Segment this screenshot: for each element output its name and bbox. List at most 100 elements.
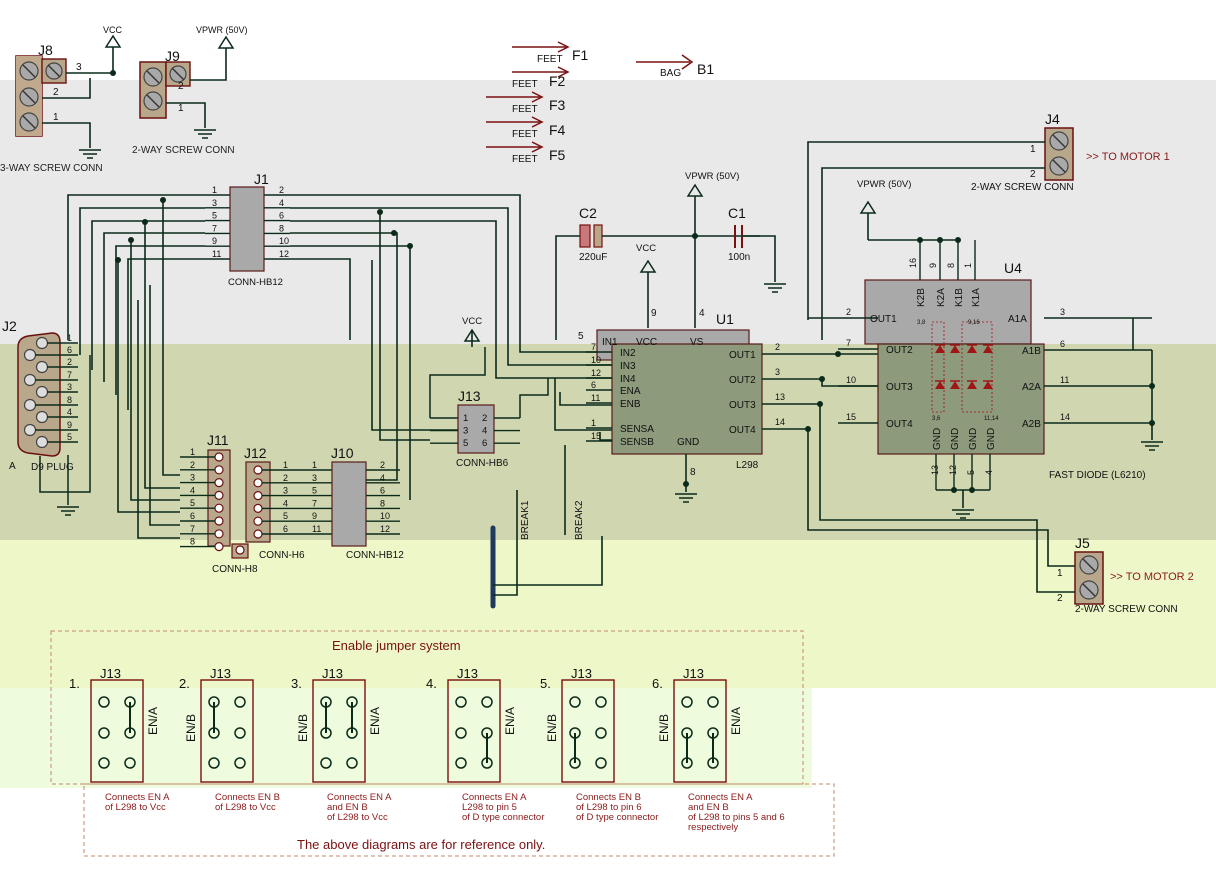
diode: [950, 381, 960, 389]
u1-pin-num: 13: [775, 392, 785, 402]
u4-pin-label: OUT2: [886, 345, 913, 356]
j12-pin-num: 1: [283, 460, 288, 470]
j13-pin-right: 6: [482, 438, 487, 449]
diode: [950, 345, 960, 353]
j2-pin-num: 7: [67, 370, 72, 380]
u4-gnd-num: 13: [930, 465, 940, 475]
junction-dot: [377, 209, 383, 215]
u4-pin-num: 1: [963, 263, 973, 268]
svg-text:5: 5: [578, 331, 584, 342]
en-a-label: EN/A: [368, 707, 382, 735]
u4-gnd-num: 12: [948, 465, 958, 475]
bus-wire: [103, 232, 205, 382]
u1-pin-num: 7: [591, 342, 596, 352]
j10-pin-left: 3: [312, 473, 317, 483]
u4-gnd-label: GND: [986, 428, 997, 450]
bus-wire: [137, 300, 180, 539]
svg-text:CONN-H8: CONN-H8: [212, 564, 258, 575]
u4-pin-label: K2B: [916, 288, 927, 307]
jumper-pin: [234, 696, 246, 708]
svg-text:1: 1: [1057, 568, 1063, 579]
diode: [967, 381, 977, 389]
diode: [983, 381, 993, 389]
u4-pin-num: 15: [846, 412, 856, 422]
j11-pin-num: 6: [190, 511, 195, 521]
j13-pin-left: 3: [463, 426, 468, 437]
jumper-ref: J13: [683, 666, 704, 681]
svg-text:J11: J11: [207, 432, 229, 448]
connector-j13: J13 CONN-HB6: [456, 388, 509, 469]
feet-f1: F1: [572, 47, 589, 63]
vpwr-label-j9: VPWR (50V): [196, 25, 248, 35]
u4-pin-label: A2A: [1022, 382, 1041, 393]
j2-pin-hole: [35, 435, 49, 449]
bus-wire: [144, 222, 180, 489]
junction-dot: [115, 257, 121, 263]
j12-pin-num: 3: [283, 486, 288, 496]
bus-wire: [599, 432, 612, 441]
bus-wire: [91, 220, 205, 370]
j8-ref: J8: [38, 42, 53, 58]
svg-text:>> TO MOTOR 2: >> TO MOTOR 2: [1110, 571, 1194, 583]
jumper-pin: [455, 696, 467, 708]
connector-j10: J10 CONN-HB12: [331, 445, 404, 561]
en-a-label: EN/A: [729, 707, 743, 735]
u4-pin-num: 10: [846, 375, 856, 385]
bus-wire: [290, 207, 612, 366]
u1-pin-label: SENSB: [620, 437, 654, 448]
j2-pin-num: 3: [67, 382, 72, 392]
j9-ref: J9: [165, 48, 180, 64]
u4-pin-num: 6: [1060, 339, 1065, 349]
j11-pin-num: 2: [190, 460, 195, 470]
svg-text:1: 1: [1030, 144, 1036, 155]
junction-dot: [407, 243, 413, 249]
jumper-pin: [595, 757, 607, 769]
u4-pin-label: K1B: [954, 288, 965, 307]
jumper-pin: [707, 696, 719, 708]
j2-pin-num: 1: [67, 333, 72, 343]
u4-pin-num: 9: [928, 263, 938, 268]
jumper-pin: [481, 696, 493, 708]
j12-pin-num: 6: [283, 524, 288, 534]
u1-pin-label: OUT2: [729, 375, 756, 386]
feet-f2: F2: [549, 73, 566, 89]
j11-pin-num: 7: [190, 524, 195, 534]
u4-pin-label: OUT1: [870, 314, 897, 325]
svg-text:J1: J1: [254, 171, 269, 187]
j12-pin-num: 4: [283, 498, 288, 508]
svg-text:J13: J13: [458, 388, 481, 404]
u4-pin-label: A2B: [1022, 419, 1041, 430]
u4-pin-num: 2: [846, 307, 851, 317]
svg-text:BREAK2: BREAK2: [574, 500, 585, 540]
svg-text:J4: J4: [1045, 111, 1060, 127]
u4-pin-label: OUT3: [886, 382, 913, 393]
j8-pin-3: 3: [76, 62, 82, 73]
j10-pin-right: 12: [380, 524, 390, 534]
j12-pin-num: 5: [283, 511, 288, 521]
svg-text:9: 9: [651, 308, 657, 319]
j10-pin-left: 7: [312, 498, 317, 508]
svg-text:FAST DIODE (L6210): FAST DIODE (L6210): [1049, 470, 1146, 481]
junction-dot: [391, 230, 397, 236]
u4-pin-label: A1B: [1022, 346, 1041, 357]
u1-pin-num: 3: [775, 367, 780, 377]
u1-pin-label: IN3: [620, 361, 636, 372]
j1-pin-right: 8: [279, 223, 284, 233]
svg-text:VPWR (50V): VPWR (50V): [685, 171, 739, 182]
jumper-pin: [569, 696, 581, 708]
j10-pin-left: 11: [312, 524, 321, 534]
j13-pin-right: 2: [482, 413, 487, 424]
connector-j1: J1 CONN-HB12: [228, 171, 283, 288]
jumper-pin: [98, 696, 110, 708]
u1-pin-label: OUT3: [729, 400, 756, 411]
diode-num: 3,6: [932, 416, 941, 422]
junction-dot: [142, 219, 148, 225]
u4-gnd-label: GND: [950, 428, 961, 450]
j12-pin: [253, 465, 263, 475]
jumper-ref: J13: [457, 666, 478, 681]
en-b-label: EN/B: [296, 714, 310, 742]
